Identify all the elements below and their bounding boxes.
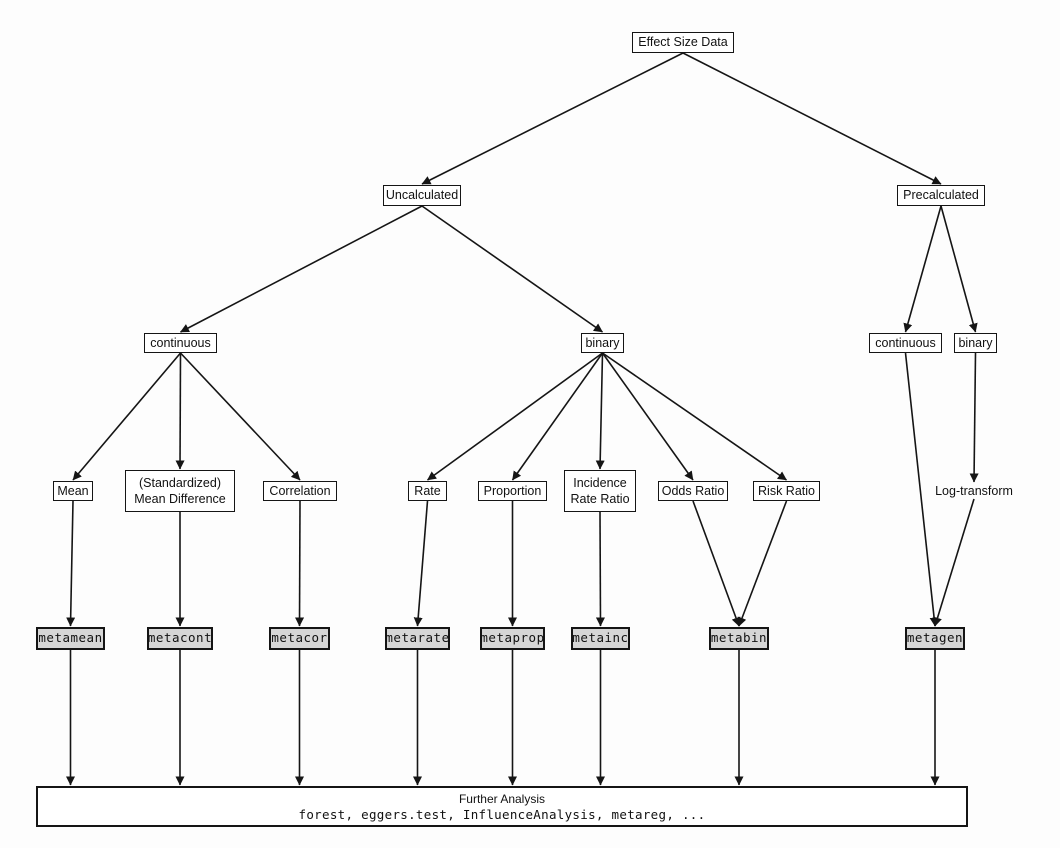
edge-mean-to-metamean: [66, 500, 76, 627]
node-incidence-rate-ratio: Incidence Rate Ratio: [564, 470, 636, 512]
edge-continuous_left-to-correlation: [179, 352, 301, 481]
edge-irr-to-metainc: [595, 511, 605, 627]
node-binary-uncalculated: binary: [581, 333, 624, 353]
edge-binary_center-to-odds_ratio: [601, 352, 694, 481]
node-metagen-function: metagen: [905, 627, 965, 650]
node-risk-ratio: Risk Ratio: [753, 481, 820, 501]
edge-continuous_left-to-smd: [175, 352, 185, 470]
node-odds-ratio: Odds Ratio: [658, 481, 728, 501]
edge-odds_ratio-to-metabin: [692, 500, 741, 627]
edge-uncalculated-to-continuous_left: [180, 205, 423, 333]
edge-precalculated-to-binary_right: [940, 205, 978, 333]
node-mean: Mean: [53, 481, 93, 501]
further-analysis-functions: forest, eggers.test, InfluenceAnalysis, …: [298, 806, 706, 822]
node-correlation: Correlation: [263, 481, 337, 501]
node-rate: Rate: [408, 481, 447, 501]
edge-binary_center-to-risk_ratio: [602, 352, 787, 481]
edge-risk_ratio-to-metabin: [737, 500, 788, 627]
edge-uncalculated-to-binary_center: [421, 205, 603, 333]
node-further-analysis: Further Analysis forest, eggers.test, In…: [36, 786, 968, 827]
node-metamean-function: metamean: [36, 627, 105, 650]
node-precalculated: Precalculated: [897, 185, 985, 206]
node-metabin-function: metabin: [709, 627, 769, 650]
node-continuous-precalculated: continuous: [869, 333, 942, 353]
edge-binary_center-to-proportion: [511, 352, 604, 481]
node-metainc-function: metainc: [571, 627, 630, 650]
edge-binary_center-to-rate: [427, 352, 603, 481]
node-metarate-function: metarate: [385, 627, 450, 650]
edge-log_transform-to-metagen: [933, 498, 975, 627]
further-analysis-title: Further Analysis: [458, 791, 546, 806]
edge-precalculated-to-continuous_right: [903, 205, 942, 333]
node-binary-precalculated: binary: [954, 333, 997, 353]
edge-effect_size_data-to-uncalculated: [421, 52, 684, 185]
node-proportion: Proportion: [478, 481, 547, 501]
edge-continuous_right-to-metagen: [904, 352, 939, 627]
edge-binary_center-to-irr: [595, 352, 605, 470]
node-standardized-mean-difference: (Standardized) Mean Difference: [125, 470, 235, 512]
edge-continuous_left-to-mean: [72, 352, 182, 481]
node-metacont-function: metacont: [147, 627, 213, 650]
edge-correlation-to-metacor: [295, 500, 305, 627]
edge-rate-to-metarate: [413, 500, 429, 627]
node-uncalculated: Uncalculated: [383, 185, 461, 206]
node-continuous-uncalculated: continuous: [144, 333, 217, 353]
node-metaprop-function: metaprop: [480, 627, 545, 650]
node-log-transform: Log-transform: [935, 483, 1013, 498]
node-effect-size-data: Effect Size Data: [632, 32, 734, 53]
edge-binary_right-to-log_transform: [969, 352, 979, 483]
node-metacor-function: metacor: [269, 627, 330, 650]
edge-effect_size_data-to-precalculated: [682, 52, 942, 185]
